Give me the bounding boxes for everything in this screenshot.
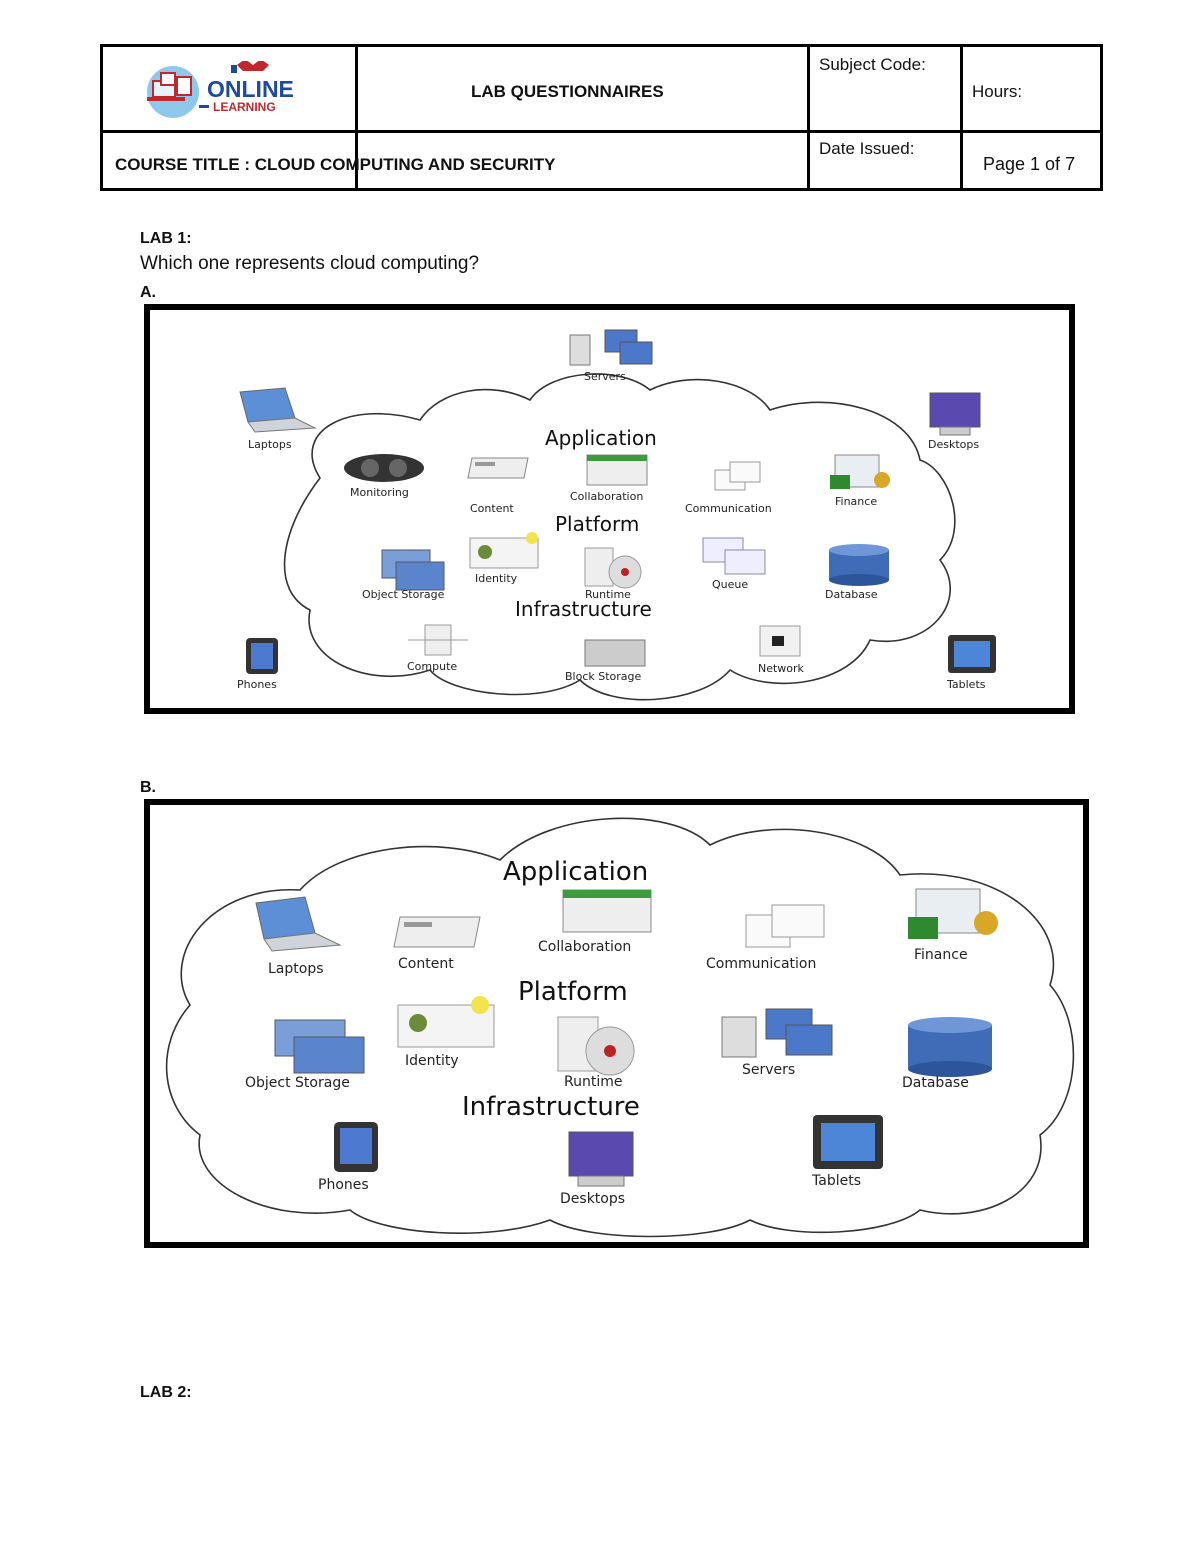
desktop-icon — [929, 392, 981, 436]
date-issued-label: Date Issued: — [819, 139, 915, 158]
block-storage-label: Block Storage — [565, 670, 642, 683]
logo-text-learning: LEARNING — [213, 100, 276, 114]
queue-label: Queue — [712, 578, 748, 591]
laptops-label: Laptops — [248, 438, 292, 451]
news-content-icon — [393, 916, 481, 948]
desktops-label: Desktops — [928, 438, 979, 451]
layer-platform: Platform — [518, 977, 628, 1007]
network-label: Network — [758, 662, 805, 675]
tablet-icon — [813, 1115, 883, 1169]
monitoring-gauge-icon — [344, 454, 424, 482]
divider — [807, 47, 810, 188]
tablets-label: Tablets — [811, 1173, 861, 1189]
servers-icon — [721, 1008, 833, 1058]
online-learning-logo: ONLINE LEARNING — [141, 59, 311, 121]
page-number: Page 1 of 7 — [983, 154, 1076, 174]
database-icon — [908, 1017, 992, 1077]
news-content-icon — [467, 457, 529, 479]
laptops-label: Laptops — [268, 961, 324, 977]
divider — [103, 130, 1100, 133]
cloud-outline — [283, 373, 956, 701]
tablets-label: Tablets — [946, 678, 986, 691]
logo-text-online: ONLINE — [207, 76, 294, 102]
runtime-disc-icon — [584, 547, 642, 589]
compute-label: Compute — [407, 660, 457, 673]
page-title: LAB QUESTIONNAIRES — [471, 82, 664, 101]
collaboration-label: Collaboration — [570, 490, 643, 503]
tablet-icon — [948, 635, 996, 673]
communication-bubbles-icon — [714, 461, 761, 491]
lab1-question: Which one represents cloud computing? — [140, 253, 480, 274]
phone-icon — [334, 1122, 378, 1172]
divider — [960, 47, 963, 188]
compute-server-icon — [408, 624, 468, 656]
network-plug-icon — [759, 625, 801, 657]
figure-a-cloud-diagram[interactable]: Application Platform Infrastructure Serv… — [144, 304, 1075, 714]
database-label: Database — [902, 1075, 969, 1091]
identity-label: Identity — [475, 572, 518, 585]
layer-application: Application — [545, 426, 657, 450]
phones-label: Phones — [318, 1177, 369, 1193]
subject-code-label: Subject Code: — [819, 55, 926, 74]
desktops-label: Desktops — [560, 1191, 625, 1207]
servers-icon — [569, 329, 653, 366]
laptop-icon — [255, 896, 342, 952]
hours-label: Hours: — [972, 82, 1023, 101]
communication-bubbles-icon — [745, 904, 825, 948]
phone-icon — [246, 638, 278, 674]
communication-label: Communication — [706, 956, 816, 972]
content-label: Content — [398, 956, 454, 972]
database-icon — [829, 544, 889, 586]
lab2-heading: LAB 2: — [140, 1384, 192, 1401]
course-title: COURSE TITLE : CLOUD COMPUTING AND SECUR… — [115, 155, 556, 174]
communication-label: Communication — [685, 502, 772, 515]
cloud-outline — [165, 817, 1075, 1238]
runtime-label: Runtime — [564, 1074, 622, 1090]
block-storage-drive-icon — [584, 639, 646, 667]
layer-application: Application — [503, 857, 648, 887]
collaboration-label: Collaboration — [538, 939, 631, 955]
layer-infrastructure: Infrastructure — [515, 597, 652, 621]
layer-platform: Platform — [555, 512, 639, 536]
content-label: Content — [470, 502, 514, 515]
servers-label: Servers — [584, 370, 626, 383]
object-storage-label: Object Storage — [362, 588, 445, 601]
collaboration-calendar-icon — [562, 889, 652, 933]
collaboration-calendar-icon — [586, 454, 648, 486]
object-storage-folder-icon — [274, 1019, 365, 1074]
object-storage-folder-icon — [381, 549, 445, 591]
layer-infrastructure: Infrastructure — [462, 1092, 640, 1122]
identity-card-icon — [469, 532, 539, 569]
runtime-disc-icon — [557, 1016, 635, 1076]
identity-label: Identity — [405, 1053, 459, 1069]
identity-card-icon — [397, 996, 495, 1048]
database-label: Database — [825, 588, 878, 601]
finance-chart-icon — [830, 454, 890, 489]
header-table: ONLINE LEARNING LAB QUESTIONNAIRES Subje… — [100, 44, 1103, 191]
servers-label: Servers — [742, 1062, 795, 1078]
lab1-heading: LAB 1: — [140, 230, 192, 247]
finance-label: Finance — [914, 947, 968, 963]
finance-label: Finance — [835, 495, 877, 508]
divider — [355, 47, 358, 188]
option-b-label: B. — [140, 779, 156, 796]
option-a-label: A. — [140, 284, 156, 301]
laptop-icon — [239, 387, 317, 433]
phones-label: Phones — [237, 678, 277, 691]
queue-windows-icon — [702, 537, 766, 575]
object-storage-label: Object Storage — [245, 1075, 350, 1091]
figure-b-cloud-diagram[interactable]: Application Platform Infrastructure Lapt… — [144, 799, 1089, 1248]
monitoring-label: Monitoring — [350, 486, 409, 499]
finance-chart-icon — [908, 888, 998, 939]
desktop-icon — [568, 1131, 634, 1187]
runtime-label: Runtime — [585, 588, 631, 601]
